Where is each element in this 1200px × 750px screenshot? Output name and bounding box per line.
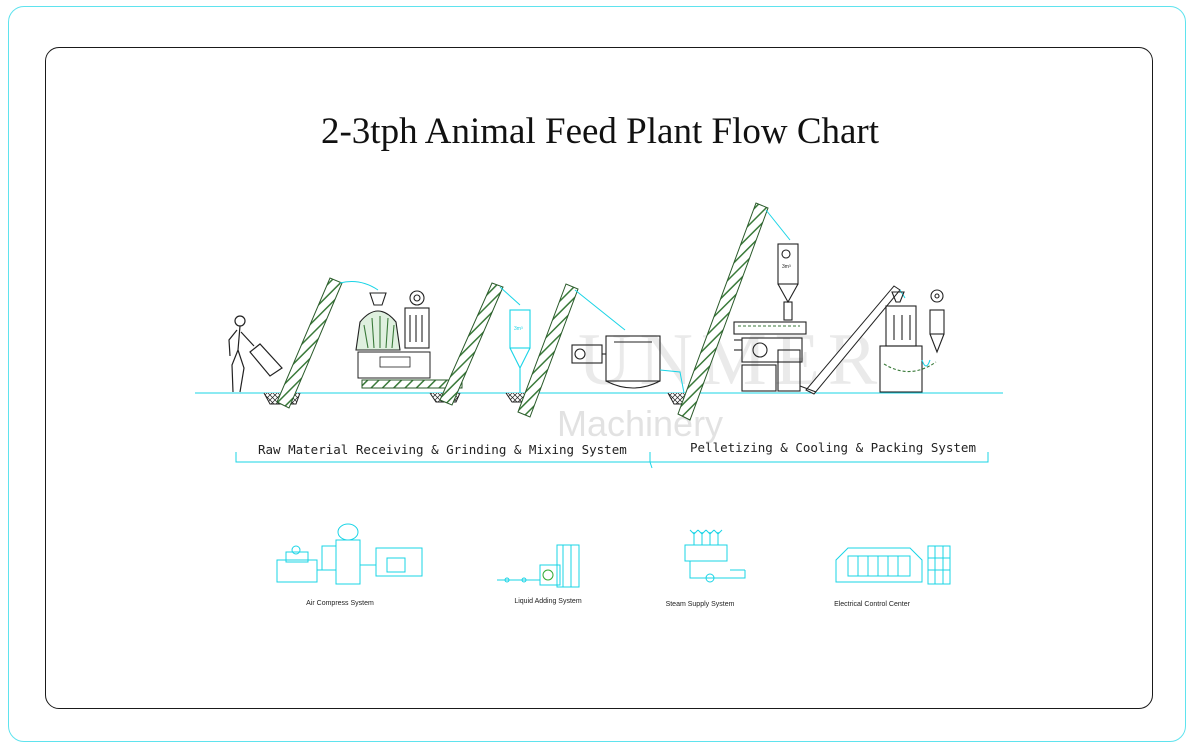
steam-supply-system-drawing — [684, 529, 746, 583]
section-brace — [235, 452, 989, 469]
section-label-pelletizing-packing: Pelletizing & Cooling & Packing System — [690, 440, 976, 455]
counterflow-cooler — [879, 291, 923, 393]
inclined-belt-conveyor — [799, 285, 901, 395]
screw-conveyor-1 — [276, 277, 343, 409]
pellet-mill — [733, 321, 807, 392]
air-compress-system-drawing — [276, 523, 423, 585]
hammer-mill — [355, 290, 430, 351]
electrical-control-center-drawing — [835, 545, 951, 585]
pipe-5 — [765, 209, 791, 241]
section-label-grinding-mixing: Raw Material Receiving & Grinding & Mixi… — [258, 442, 627, 457]
pipe-1 — [339, 281, 379, 291]
screw-conveyor-3 — [517, 283, 579, 418]
label-electrical-control: Electrical Control Center — [834, 601, 910, 608]
label-steam-supply: Steam Supply System — [665, 601, 735, 608]
liquid-adding-system-drawing — [497, 544, 580, 588]
label-liquid-adding: Liquid Adding System — [514, 598, 582, 605]
page-title: 2-3tph Animal Feed Plant Flow Chart — [320, 111, 880, 152]
pipe-4 — [659, 369, 685, 394]
batching-silo: 3m³ — [509, 309, 531, 393]
ribbon-mixer — [571, 335, 661, 389]
svg-text:3m³: 3m³ — [514, 326, 523, 332]
pipe-3 — [574, 289, 626, 331]
screw-conveyor-4 — [677, 202, 769, 421]
screw-conveyor-horizontal — [357, 351, 463, 389]
screw-conveyor-2 — [439, 282, 504, 406]
cyclone-separator — [883, 289, 945, 373]
svg-text:3m³: 3m³ — [782, 264, 791, 270]
pipe-2 — [499, 286, 521, 306]
pipe-6 — [899, 289, 906, 299]
label-air-compress: Air Compress System — [306, 600, 374, 607]
outer-frame — [8, 6, 1186, 742]
watermark-subtitle: Machinery — [557, 403, 724, 444]
inner-frame — [45, 47, 1153, 709]
worker-figure — [228, 315, 283, 393]
pellet-silo: 3m³ — [777, 243, 799, 321]
